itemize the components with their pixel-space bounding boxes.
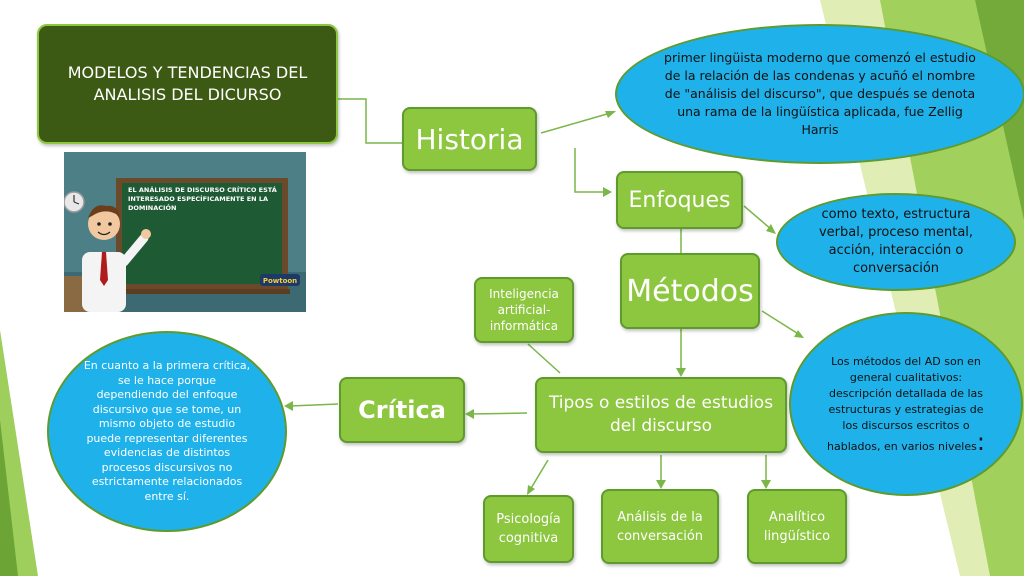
connector-historia-harris xyxy=(540,111,615,134)
connector-tipos-psico xyxy=(529,459,549,491)
ellipse-harris-text: primer lingüista moderno que comenzó el … xyxy=(664,50,976,137)
node-analisis-label: Análisis de la conversación xyxy=(616,509,704,544)
arrowhead-enfoques-ellipse xyxy=(766,224,776,234)
connector-historia-enfoques xyxy=(574,148,606,193)
node-historia: Historia xyxy=(402,107,537,171)
connector-enfoques-ellipse xyxy=(743,205,773,231)
clock-icon xyxy=(64,191,85,213)
node-analitico-linguistico: Analítico lingüístico xyxy=(747,489,847,564)
ellipse-metodos: Los métodos del AD son en general cualit… xyxy=(789,312,1023,496)
powtoon-logo-icon: Powtoon xyxy=(260,274,300,286)
connectors xyxy=(289,98,801,491)
ellipse-critica-text: En cuanto a la primera crítica, se le ha… xyxy=(83,359,251,503)
bg-shape-left-2 xyxy=(0,420,18,576)
ellipse-critica: En cuanto a la primera crítica, se le ha… xyxy=(47,331,287,532)
node-enfoques: Enfoques xyxy=(616,171,743,229)
node-critica: Crítica xyxy=(339,377,465,443)
title-text: MODELOS Y TENDENCIAS DEL ANALISIS DEL DI… xyxy=(67,63,308,104)
ellipse-metodos-text: Los métodos del AD son en general cualit… xyxy=(827,354,984,453)
node-psicologia-cognitiva: Psicología cognitiva xyxy=(483,495,574,563)
node-historia-label: Historia xyxy=(415,122,524,156)
arrowhead-tipos xyxy=(676,368,686,377)
node-psico-label: Psicología cognitiva xyxy=(496,512,561,546)
node-analisis-conversacion: Análisis de la conversación xyxy=(601,489,719,564)
connector-title-historia xyxy=(326,98,402,144)
arrowhead-harris xyxy=(605,111,616,118)
title-box: MODELOS Y TENDENCIAS DEL ANALISIS DEL DI… xyxy=(37,24,338,144)
node-enfoques-label: Enfoques xyxy=(628,187,731,213)
arrowhead-analitico xyxy=(761,480,771,489)
connector-critica-ellipse xyxy=(289,403,339,407)
ellipse-harris: primer lingüista moderno que comenzó el … xyxy=(615,24,1024,164)
arrowhead-metodos-ellipse xyxy=(794,330,804,338)
node-ia-label: Inteligencia artificial-informática xyxy=(489,287,559,333)
video-logo: Powtoon xyxy=(263,277,297,285)
ellipse-metodos-colon: : xyxy=(976,427,985,456)
ellipse-enfoques-text: como texto, estructura verbal, proceso m… xyxy=(818,207,974,276)
arrowhead-critica xyxy=(465,409,474,419)
node-critica-label: Crítica xyxy=(358,396,446,424)
arrowhead-critica-ellipse xyxy=(284,401,293,411)
connector-metodos-ellipse xyxy=(761,310,801,336)
node-inteligencia-artificial: Inteligencia artificial-informática xyxy=(474,277,574,343)
connector-tipos-critica xyxy=(469,412,528,415)
arrowhead-enfoques xyxy=(603,187,612,197)
arrowhead-psico xyxy=(527,485,535,495)
video-illustration: Powtoon xyxy=(64,152,306,312)
connector-arrowheads xyxy=(284,111,804,495)
node-metodos: Métodos xyxy=(620,253,760,329)
video-board-text: EL ANÁLISIS DE DISCURSO CRÍTICO ESTÁ INT… xyxy=(128,186,277,212)
node-analitico-label: Analítico lingüístico xyxy=(763,509,831,544)
node-tipos-label: Tipos o estilos de estudios del discurso xyxy=(548,393,774,436)
node-tipos-estilos: Tipos o estilos de estudios del discurso xyxy=(535,377,787,453)
video-thumbnail[interactable]: Powtoon EL ANÁLISIS DE DISCURSO CRÍTICO … xyxy=(64,152,306,312)
arrowhead-analisis xyxy=(656,480,666,489)
teacher-character-icon xyxy=(82,205,151,312)
node-metodos-label: Métodos xyxy=(626,273,754,309)
chalk-tray xyxy=(114,289,290,294)
ellipse-metodos-wrapper: Los métodos del AD son en general cualit… xyxy=(821,354,991,455)
connector-ia-tipos xyxy=(527,343,561,374)
ellipse-enfoques: como texto, estructura verbal, proceso m… xyxy=(776,193,1016,291)
